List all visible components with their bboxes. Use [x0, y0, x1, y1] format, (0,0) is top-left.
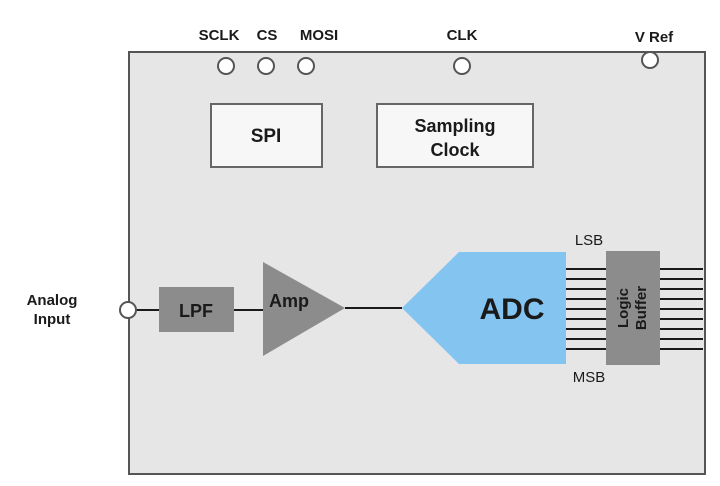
lpf-block [159, 287, 234, 332]
pin-label-mosi: MOSI [300, 27, 338, 44]
logic-buffer-label-line1: Logic [615, 288, 632, 328]
pin-label-cs: CS [257, 27, 278, 44]
adc-block [402, 252, 566, 364]
lpf-label: LPF [179, 301, 213, 321]
pin-sclk [217, 57, 235, 75]
pin-mosi [297, 57, 315, 75]
spi-block [210, 103, 323, 168]
sampling-clock-block [376, 103, 534, 168]
pin-analog-input [119, 301, 137, 319]
logic-buffer-label-line2: Buffer [633, 286, 650, 330]
pin-label-vref: V Ref [635, 29, 674, 46]
lsb-label: LSB [575, 232, 603, 249]
spi-label: SPI [251, 126, 282, 147]
sampling-clock-label-line1: Sampling [414, 116, 495, 136]
adc-to-buffer-bus [566, 268, 606, 350]
adc-label: ADC [480, 293, 545, 326]
analog-input-label-line1: Analog [27, 292, 78, 309]
amp-block [263, 262, 345, 356]
sampling-clock-label-line2: Clock [430, 140, 480, 160]
pin-cs [257, 57, 275, 75]
pin-label-clk: CLK [447, 27, 478, 44]
buffer-output-bus [660, 268, 703, 350]
logic-buffer-label: Logic Buffer [615, 286, 650, 330]
pin-vref [641, 51, 659, 69]
msb-label: MSB [573, 369, 606, 386]
amp-label: Amp [269, 291, 309, 311]
logic-buffer-block [606, 251, 660, 365]
pin-clk [453, 57, 471, 75]
analog-input-label-line2: Input [34, 311, 71, 328]
pin-label-sclk: SCLK [199, 27, 240, 44]
